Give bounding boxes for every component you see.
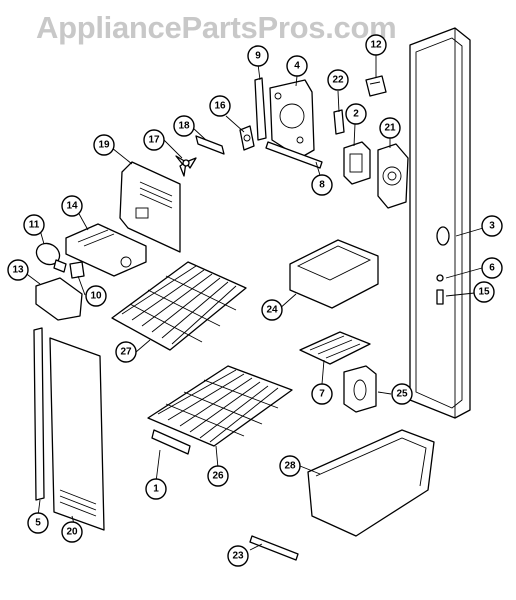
part-16 <box>239 125 255 151</box>
callout-25: 25 <box>391 383 413 405</box>
callout-11: 11 <box>23 214 45 236</box>
part-4-bracket <box>269 79 315 159</box>
svg-text:5: 5 <box>35 518 41 529</box>
callout-16: 16 <box>209 95 231 117</box>
svg-text:28: 28 <box>284 461 296 472</box>
part-18-bracket <box>195 135 225 155</box>
svg-text:21: 21 <box>384 123 396 134</box>
svg-text:14: 14 <box>66 201 78 212</box>
part-22 <box>333 109 345 135</box>
svg-text:23: 23 <box>232 551 244 562</box>
callout-1: 1 <box>145 478 167 500</box>
part-27-shelf <box>111 261 247 351</box>
part-9-strip <box>254 77 267 141</box>
svg-text:22: 22 <box>332 75 344 86</box>
part-14-light-housing <box>65 223 147 277</box>
callout-2: 2 <box>345 103 367 125</box>
part-2-housing <box>343 141 371 185</box>
part-25-bucket <box>343 365 377 413</box>
callout-26: 26 <box>207 465 229 487</box>
svg-text:26: 26 <box>212 471 224 482</box>
part-7-ice-tray <box>299 331 371 365</box>
svg-text:25: 25 <box>396 389 408 400</box>
callout-8: 8 <box>311 174 333 196</box>
leader-lines <box>23 55 491 551</box>
svg-text:7: 7 <box>319 389 325 400</box>
part-19-cover <box>119 161 181 253</box>
svg-text:24: 24 <box>266 305 278 316</box>
callout-21: 21 <box>379 117 401 139</box>
svg-text:20: 20 <box>66 527 78 538</box>
svg-text:2: 2 <box>353 109 359 120</box>
part-12-switch <box>365 75 387 97</box>
part-5-strip <box>33 327 45 501</box>
svg-text:27: 27 <box>120 347 132 358</box>
part-23-rail <box>249 535 299 561</box>
callout-3: 3 <box>481 215 503 237</box>
part-28-drawer <box>307 429 435 537</box>
callout-24: 24 <box>261 299 283 321</box>
svg-text:12: 12 <box>370 40 382 51</box>
callout-27: 27 <box>115 341 137 363</box>
part-26-shelf <box>147 365 293 447</box>
door-liner <box>409 27 471 419</box>
callout-10: 10 <box>85 285 107 307</box>
svg-text:15: 15 <box>478 287 490 298</box>
part-11-bulb <box>35 242 67 273</box>
watermark: AppliancePartsPros.com <box>36 10 397 45</box>
part-21-housing <box>377 143 409 209</box>
svg-text:16: 16 <box>214 101 226 112</box>
part-10-socket <box>69 261 85 279</box>
svg-text:18: 18 <box>178 121 190 132</box>
part-8-rod <box>265 141 323 169</box>
callout-23: 23 <box>227 545 249 567</box>
callout-28: 28 <box>279 455 301 477</box>
part-13-shield <box>35 277 83 321</box>
callout-18: 18 <box>173 115 195 137</box>
part-1-rail <box>151 429 191 455</box>
callout-5: 5 <box>27 512 49 534</box>
callout-7: 7 <box>311 383 333 405</box>
callout-14: 14 <box>61 195 83 217</box>
callout-22: 22 <box>327 69 349 91</box>
svg-text:11: 11 <box>29 220 40 231</box>
callout-12: 12 <box>365 34 387 56</box>
svg-text:9: 9 <box>255 51 261 62</box>
callout-13: 13 <box>7 259 29 281</box>
svg-text:10: 10 <box>90 291 102 302</box>
callout-17: 17 <box>143 129 165 151</box>
callout-20: 20 <box>61 521 83 543</box>
svg-text:3: 3 <box>489 221 495 232</box>
part-20-panel <box>49 337 105 531</box>
part-17-fan <box>175 155 197 177</box>
callout-6: 6 <box>481 257 503 279</box>
part-24-bin <box>289 239 379 309</box>
svg-text:4: 4 <box>294 61 300 72</box>
callout-15: 15 <box>473 281 495 303</box>
svg-text:13: 13 <box>12 265 24 276</box>
callout-9: 9 <box>247 45 269 67</box>
svg-text:6: 6 <box>489 263 495 274</box>
callout-19: 19 <box>93 134 115 156</box>
callout-4: 4 <box>286 55 308 77</box>
svg-text:1: 1 <box>153 484 159 495</box>
svg-text:17: 17 <box>148 135 160 146</box>
svg-text:8: 8 <box>319 180 325 191</box>
svg-text:19: 19 <box>98 140 110 151</box>
